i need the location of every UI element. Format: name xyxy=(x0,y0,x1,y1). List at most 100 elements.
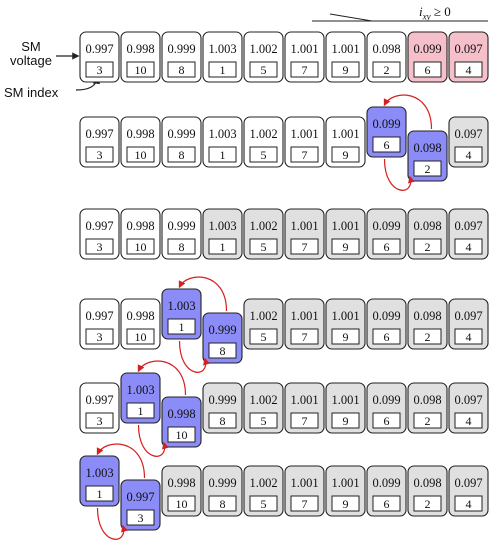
sm-voltage-value: 0.099 xyxy=(413,42,441,56)
sm-index-box xyxy=(85,328,114,345)
sm-voltage-value: 0.998 xyxy=(167,407,195,421)
current-direction-mark xyxy=(312,13,488,22)
sm-index-value: 2 xyxy=(384,63,390,77)
sm-voltage-value: 1.001 xyxy=(290,393,318,407)
sm-module: 0.098 2 xyxy=(407,298,448,350)
sm-voltage-value: 0.099 xyxy=(372,219,400,233)
sm-voltage-value: 1.001 xyxy=(290,309,318,323)
sm-voltage-value: 0.099 xyxy=(372,476,400,490)
sm-index-value: 7 xyxy=(302,330,308,344)
sm-index-box xyxy=(331,328,360,345)
sm-index-value: 1 xyxy=(179,320,185,334)
sm-voltage-value: 1.003 xyxy=(208,127,236,141)
sm-index-box xyxy=(454,238,483,255)
sm-index-value: 9 xyxy=(343,414,349,428)
sm-index-box xyxy=(249,495,278,512)
sm-index-box xyxy=(290,238,319,255)
sm-module: 0.998 10 xyxy=(120,298,161,350)
sm-voltage-value: 0.998 xyxy=(126,309,154,323)
sm-voltage-value: 1.001 xyxy=(331,42,359,56)
sm-voltage-value: 0.999 xyxy=(208,323,236,337)
sm-index-box xyxy=(126,509,155,526)
sm-index-value: 9 xyxy=(343,330,349,344)
sm-voltage-value: 0.098 xyxy=(413,141,441,155)
sm-index-box xyxy=(249,146,278,163)
sm-index-box xyxy=(290,412,319,429)
sm-voltage-value: 1.002 xyxy=(249,42,277,56)
sm-index-box xyxy=(208,61,237,78)
sm-index-value: 10 xyxy=(135,330,147,344)
sm-index-box xyxy=(126,61,155,78)
swap-arrow-up xyxy=(96,443,146,479)
sm-index-box xyxy=(290,328,319,345)
sm-voltage-value: 0.098 xyxy=(413,476,441,490)
sm-module: 1.001 9 xyxy=(325,31,366,83)
sm-voltage-value: 0.099 xyxy=(372,117,400,131)
sm-index-value: 8 xyxy=(220,344,226,358)
sm-index-box xyxy=(372,238,401,255)
sm-index-box xyxy=(290,61,319,78)
sm-index-box xyxy=(454,412,483,429)
sm-voltage-value: 0.997 xyxy=(85,42,113,56)
sm-index-value: 8 xyxy=(220,414,226,428)
swap-arrow-up xyxy=(178,276,228,312)
sm-index-value: 7 xyxy=(302,148,308,162)
sm-voltage-value: 0.997 xyxy=(85,219,113,233)
sm-voltage-value: 1.001 xyxy=(331,309,359,323)
sm-voltage-value: 0.999 xyxy=(208,393,236,407)
sm-voltage-value: 0.999 xyxy=(167,219,195,233)
sm-index-value: 4 xyxy=(466,63,472,77)
sm-index-value: 5 xyxy=(261,414,267,428)
stage-row-3: 0.99730.998100.99981.00311.00251.00171.0… xyxy=(79,208,489,260)
sm-index-box xyxy=(331,495,360,512)
sm-index-box xyxy=(126,238,155,255)
sm-index-value: 6 xyxy=(384,240,390,254)
sm-index-box xyxy=(331,61,360,78)
sm-index-box xyxy=(208,238,237,255)
swap-arrow-down xyxy=(137,424,169,457)
sm-index-value: 3 xyxy=(138,511,144,525)
sm-voltage-value: 0.997 xyxy=(126,490,154,504)
sm-module: 0.997 3 xyxy=(120,479,161,531)
sm-index-box xyxy=(331,146,360,163)
sm-index-value: 8 xyxy=(179,240,185,254)
sm-index-box xyxy=(454,61,483,78)
sm-module: 0.099 6 xyxy=(366,208,407,260)
sm-index-value: 9 xyxy=(343,63,349,77)
sm-index-value: 2 xyxy=(425,330,431,344)
sm-index-value: 9 xyxy=(343,497,349,511)
sm-index-value: 7 xyxy=(302,240,308,254)
sm-index-box xyxy=(372,61,401,78)
sm-index-value: 7 xyxy=(302,497,308,511)
sm-index-box xyxy=(85,61,114,78)
sm-voltage-label: SM voltage xyxy=(8,40,54,68)
sm-index-value: 3 xyxy=(97,414,103,428)
sm-index-box xyxy=(454,328,483,345)
sm-index-value: 1 xyxy=(220,148,226,162)
sm-voltage-value: 1.003 xyxy=(85,466,113,480)
sm-index-box xyxy=(372,412,401,429)
stage-row-2: 0.99730.998100.99981.00311.00251.00171.0… xyxy=(79,94,489,191)
stages-group: 0.99730.998100.99981.00311.00251.00171.0… xyxy=(79,31,489,540)
sm-voltage-value: 1.002 xyxy=(249,127,277,141)
sm-voltage-label-line2: voltage xyxy=(10,53,52,68)
sm-voltage-value: 0.098 xyxy=(413,309,441,323)
